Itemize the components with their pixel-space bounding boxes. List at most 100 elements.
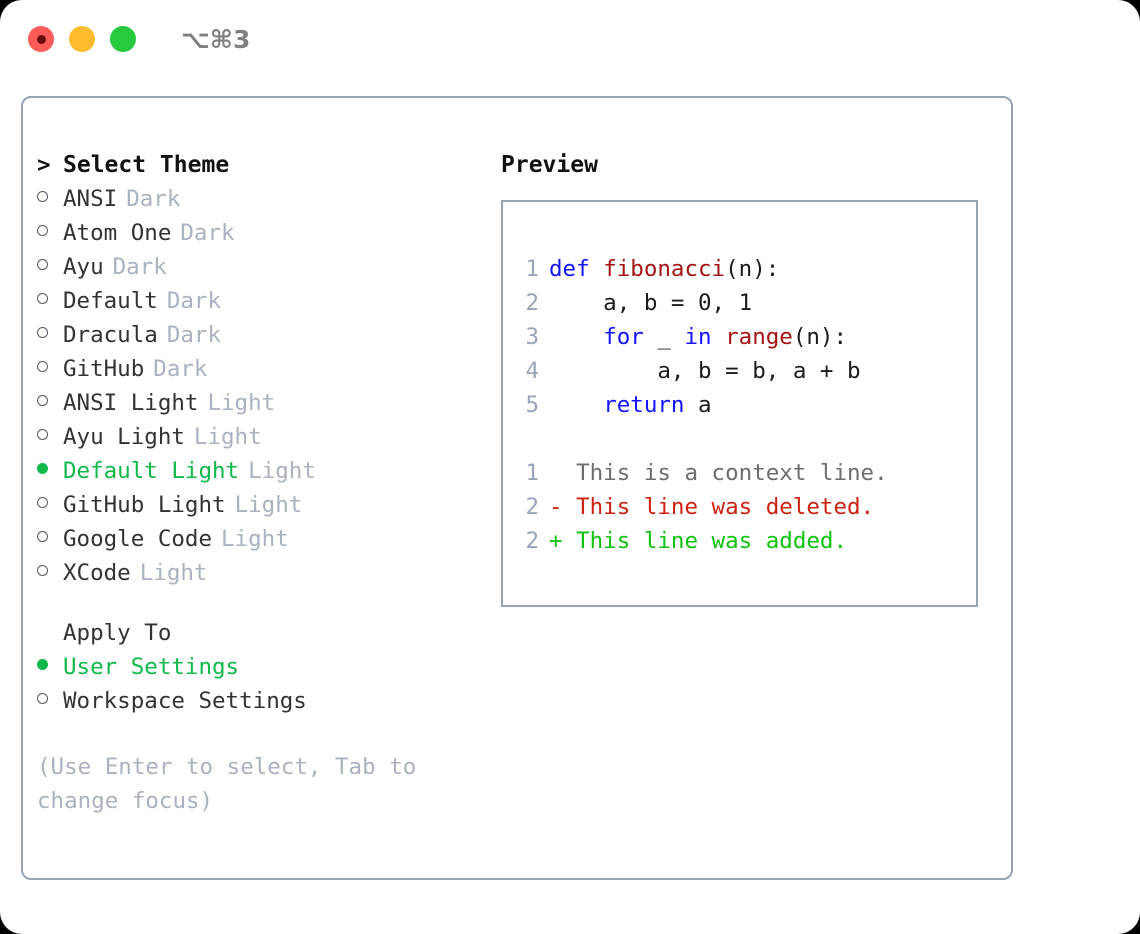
- radio-selected-icon: [37, 454, 63, 488]
- code-line: 3 for _ in range(n):: [515, 320, 976, 354]
- radio-unselected-icon: [37, 182, 63, 216]
- theme-list-item[interactable]: Default Light Light: [37, 454, 497, 488]
- radio-unselected-icon: [37, 556, 63, 590]
- radio-unselected-icon: [37, 522, 63, 556]
- code-token: [712, 324, 726, 350]
- code-token: [549, 392, 603, 418]
- theme-mode-tag: Light: [207, 390, 276, 416]
- code-token: return: [603, 392, 685, 418]
- apply-to-option[interactable]: User Settings: [37, 650, 497, 684]
- theme-name-label: Ayu: [63, 254, 104, 280]
- title-bar: ⌥⌘3: [0, 0, 1140, 78]
- diff-line: 1 This is a context line.: [515, 456, 976, 490]
- theme-mode-tag: Light: [221, 526, 289, 552]
- apply-to-heading: Apply To: [37, 616, 497, 650]
- code-line: 2 a, b = 0, 1: [515, 286, 976, 320]
- radio-unselected-icon: [37, 250, 63, 284]
- radio-unselected-icon: [37, 352, 63, 386]
- diff-line-number: 2: [525, 528, 539, 554]
- diff-line-text: + This line was added.: [549, 528, 848, 554]
- theme-name-label: GitHub: [63, 356, 145, 382]
- code-token: (n):: [792, 324, 848, 350]
- code-line-number: 3: [525, 324, 539, 350]
- radio-unselected-icon: [37, 225, 48, 236]
- diff-line: 2 - This line was deleted.: [515, 490, 976, 524]
- theme-mode-tag: Dark: [180, 220, 235, 246]
- code-token: [549, 324, 603, 350]
- radio-unselected-icon: [37, 395, 48, 406]
- keyboard-hint-text: (Use Enter to select, Tab to change focu…: [37, 754, 417, 814]
- theme-mode-tag: Light: [193, 424, 262, 450]
- code-token: def: [549, 256, 590, 282]
- radio-unselected-icon: [37, 284, 63, 318]
- keyboard-shortcut-label: ⌥⌘3: [181, 24, 251, 54]
- theme-mode-tag: Dark: [153, 356, 208, 382]
- code-line: 5 return a: [515, 388, 976, 422]
- radio-unselected-icon: [37, 429, 48, 440]
- radio-unselected-icon: [37, 684, 63, 718]
- select-theme-title: Select Theme: [63, 152, 230, 178]
- radio-selected-icon: [37, 463, 48, 474]
- diff-line-number: 1: [525, 460, 539, 486]
- radio-unselected-icon: [37, 420, 63, 454]
- diff-line-text: This is a context line.: [549, 460, 888, 486]
- theme-list-item[interactable]: ANSI Dark: [37, 182, 497, 216]
- radio-unselected-icon: [37, 191, 48, 202]
- code-token: a, b = 0, 1: [549, 290, 753, 316]
- theme-mode-tag: Dark: [166, 322, 222, 348]
- theme-mode-tag: Light: [248, 458, 316, 484]
- theme-mode-tag: Dark: [126, 186, 181, 212]
- radio-unselected-icon: [37, 565, 48, 576]
- code-token: _: [643, 324, 685, 350]
- theme-list-item[interactable]: GitHub Dark: [37, 352, 497, 386]
- diff-line: 2 + This line was added.: [515, 524, 976, 558]
- code-token: range: [725, 324, 793, 350]
- preview-title: Preview: [501, 152, 598, 178]
- theme-list-item[interactable]: Google Code Light: [37, 522, 497, 556]
- apply-to-option-label: Workspace Settings: [63, 688, 307, 714]
- theme-mode-tag: Light: [139, 560, 208, 586]
- radio-unselected-icon: [37, 216, 63, 250]
- theme-name-label: Default Light: [63, 458, 240, 484]
- diff-line-text: - This line was deleted.: [549, 494, 875, 520]
- theme-list-item[interactable]: ANSI Light Light: [37, 386, 497, 420]
- code-spacer: [515, 422, 976, 456]
- code-line-number: 5: [525, 392, 539, 418]
- radio-selected-icon: [37, 659, 48, 670]
- radio-unselected-icon: [37, 318, 63, 352]
- theme-mode-tag: Dark: [166, 288, 222, 314]
- radio-unselected-icon: [37, 327, 48, 338]
- radio-unselected-icon: [37, 361, 48, 372]
- theme-name-label: Google Code: [63, 526, 213, 552]
- theme-name-label: ANSI: [63, 186, 118, 212]
- apply-to-option[interactable]: Workspace Settings: [37, 684, 497, 718]
- theme-name-label: ANSI Light: [63, 390, 199, 416]
- maximize-button[interactable]: [110, 26, 136, 52]
- theme-list-item[interactable]: Dracula Dark: [37, 318, 497, 352]
- code-line-number: 2: [525, 290, 539, 316]
- select-theme-header: > Select Theme: [37, 148, 497, 182]
- code-token: a, b = b, a + b: [549, 358, 861, 384]
- code-token: a: [684, 392, 712, 418]
- apply-to-option-label: User Settings: [63, 654, 240, 680]
- minimize-button[interactable]: [69, 26, 95, 52]
- code-token: fibonacci: [603, 256, 726, 282]
- theme-mode-tag: Light: [234, 492, 303, 518]
- code-token: [590, 256, 604, 282]
- close-button[interactable]: [28, 26, 54, 52]
- diff-line-number: 2: [525, 494, 539, 520]
- theme-name-label: Dracula: [63, 322, 158, 348]
- radio-unselected-icon: [37, 488, 63, 522]
